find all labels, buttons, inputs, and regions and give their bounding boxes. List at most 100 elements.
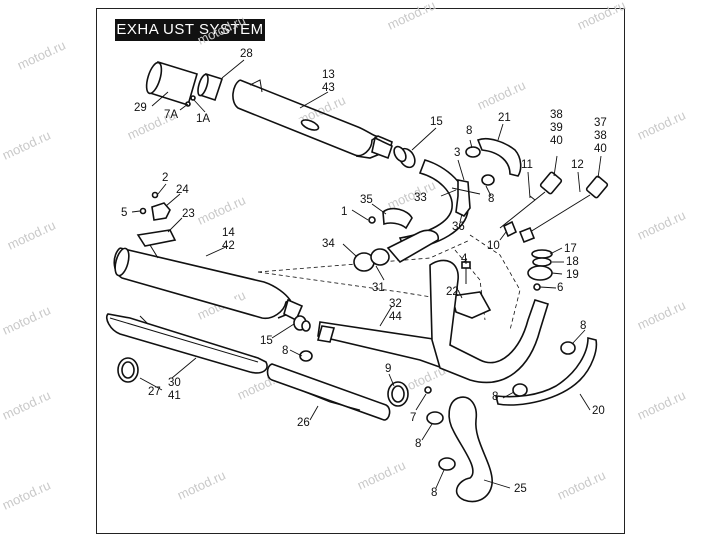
watermark: motod.ru: [175, 467, 228, 502]
watermark: motod.ru: [385, 177, 438, 212]
callout-19: 19: [566, 269, 579, 281]
callout-33: 33: [414, 192, 427, 204]
part-8-clamps: [299, 341, 576, 471]
watermark: motod.ru: [555, 467, 608, 502]
part-31-pipe: [386, 229, 440, 264]
part-11-o2-sensor: [499, 171, 563, 229]
part-12-o2-sensor: [529, 175, 609, 233]
part-34-clamp: [353, 248, 390, 272]
callout-labels: 28 29 7A 1A 13 43 15 21 8 3 11 38 39 40 …: [121, 48, 607, 499]
diagram-title: EXHA UST SYSTEM: [115, 19, 265, 41]
callout-27: 27: [148, 386, 161, 398]
callout-14: 14: [222, 227, 235, 239]
watermark: motod.ru: [0, 387, 53, 422]
callout-44: 44: [389, 311, 402, 323]
callout-13: 13: [322, 69, 335, 81]
watermark: motod.ru: [0, 302, 53, 337]
callout-8-upper: 8: [466, 125, 472, 137]
part-15-clamp-lower: [293, 315, 311, 332]
part-15-clamp: [393, 145, 416, 169]
part-13-upper-muffler: [232, 79, 393, 160]
part-1a-screw: [190, 95, 196, 101]
callout-34: 34: [322, 238, 335, 250]
callout-38-b: 38: [594, 130, 607, 142]
callout-36: 36: [452, 221, 465, 233]
part-23-bracket: [136, 229, 177, 247]
callout-6: 6: [557, 282, 563, 294]
part-30-heat-shield: [105, 313, 268, 374]
callout-3: 3: [454, 147, 460, 159]
callout-37: 37: [594, 117, 607, 129]
callout-20: 20: [592, 405, 605, 417]
callout-23: 23: [182, 208, 195, 220]
part-4-stud: [461, 261, 471, 284]
callout-35: 35: [360, 194, 373, 206]
callout-17: 17: [564, 243, 577, 255]
callout-22: 22: [446, 286, 459, 298]
part-27-clamp: [117, 357, 139, 383]
part-25-heat-shield: [448, 396, 493, 503]
part-2-nut: [151, 191, 159, 199]
callout-18: 18: [566, 256, 579, 268]
callout-40-a: 40: [550, 135, 563, 147]
callout-7: 7: [410, 412, 416, 424]
callout-32: 32: [389, 298, 402, 310]
watermark: motod.ru: [575, 0, 628, 33]
callout-41: 41: [168, 390, 181, 402]
part-3-bracket: [451, 179, 481, 218]
watermark: motod.ru: [635, 297, 688, 332]
callout-8-right-mid: 8: [492, 391, 498, 403]
callout-24: 24: [176, 184, 189, 196]
callout-4: 4: [461, 253, 468, 265]
callout-5: 5: [121, 207, 127, 219]
callout-42: 42: [222, 240, 235, 252]
watermark: motod.ru: [0, 477, 53, 512]
callout-40-b: 40: [594, 143, 607, 155]
callout-12: 12: [571, 159, 584, 171]
callout-26: 26: [297, 417, 310, 429]
callout-8-right: 8: [580, 320, 586, 332]
part-26-heat-shield: [266, 363, 391, 421]
callout-28: 28: [240, 48, 253, 60]
callout-15-lower: 15: [260, 335, 273, 347]
watermark: motod.ru: [635, 387, 688, 422]
callout-8-lower-mid: 8: [415, 438, 421, 450]
callout-9: 9: [385, 363, 391, 375]
callout-1a: 1A: [196, 113, 210, 125]
watermark: motod.ru: [635, 207, 688, 242]
watermark: motod.ru: [0, 127, 53, 162]
part-29-end-cap: [145, 60, 198, 107]
part-rear-head-pipe: [429, 259, 549, 384]
callout-7a: 7A: [164, 109, 178, 121]
callout-15-upper: 15: [430, 116, 443, 128]
watermark: motod.ru: [15, 37, 68, 72]
leader-lines: [131, 59, 602, 489]
callout-8-mid: 8: [488, 193, 494, 205]
watermark: motod.ru: [5, 217, 58, 252]
part-8-clamp: [465, 146, 495, 186]
part-22-bracket: [451, 291, 492, 319]
part-5-washer: [139, 207, 147, 215]
callout-38-a: 38: [550, 109, 563, 121]
callout-2: 2: [162, 172, 168, 184]
callout-11: 11: [521, 159, 533, 171]
part-1-screw: [368, 216, 376, 224]
watermark: motod.ru: [635, 107, 688, 142]
part-17-19-flange-set: [527, 249, 553, 291]
callout-30: 30: [168, 377, 181, 389]
part-10-sensor-tip: [502, 220, 536, 244]
callout-8-bottom: 8: [431, 487, 437, 499]
part-9-clamp-inner: [391, 385, 405, 403]
callout-29: 29: [134, 102, 147, 114]
part-24-block: [151, 202, 171, 221]
callout-25: 25: [514, 483, 527, 495]
part-14-lower-muffler: [113, 244, 304, 322]
watermark: motod.ru: [475, 77, 528, 112]
watermark: motod.ru: [385, 0, 438, 33]
watermark: motod.ru: [195, 192, 248, 227]
callout-31: 31: [372, 282, 385, 294]
callout-43: 43: [322, 82, 335, 94]
part-28-ring: [197, 72, 224, 102]
callout-10: 10: [487, 240, 500, 252]
